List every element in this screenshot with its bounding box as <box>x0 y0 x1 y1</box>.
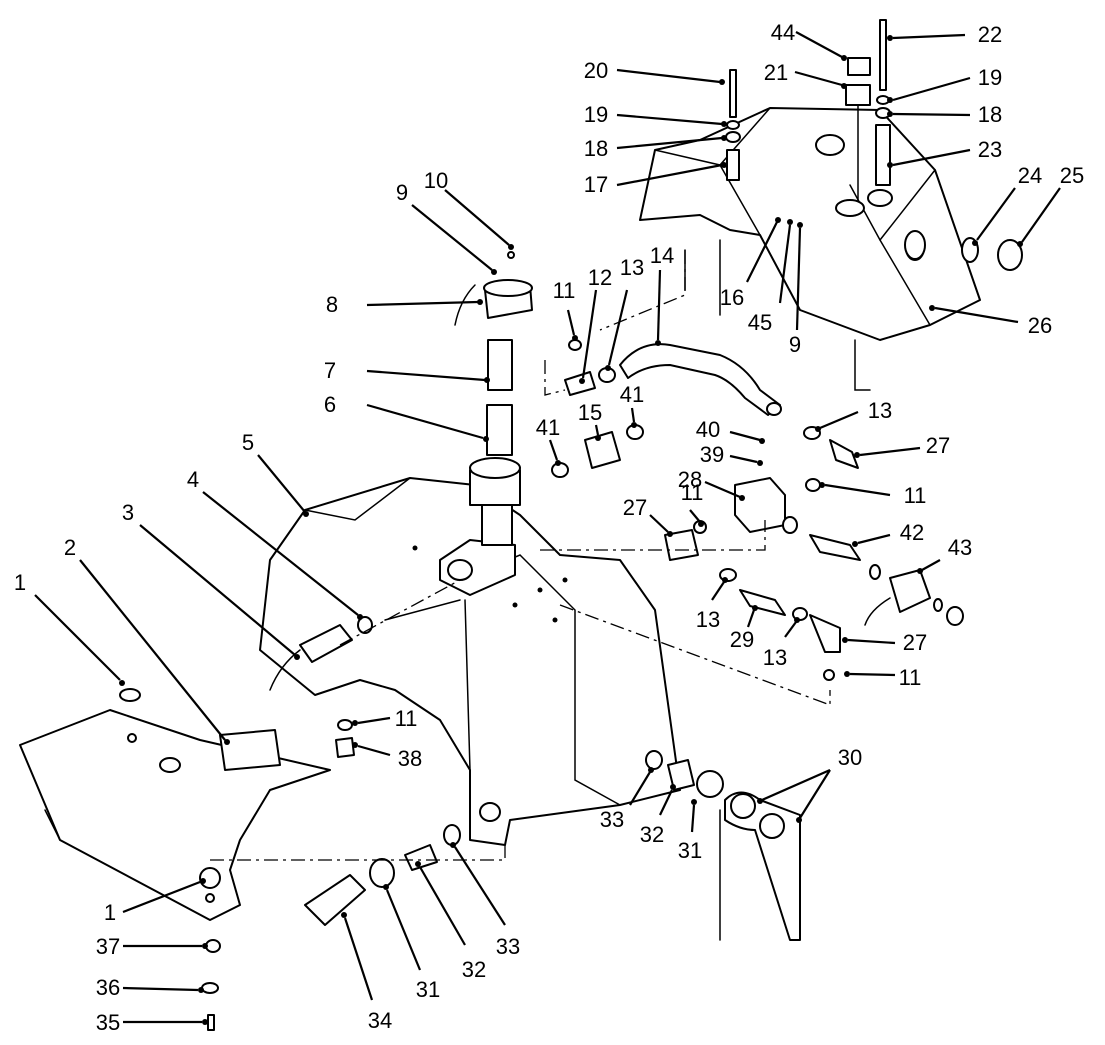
callout-label: 19 <box>978 65 1002 90</box>
callout-label: 13 <box>868 398 892 423</box>
callout-label: 39 <box>700 442 724 467</box>
callout-label: 12 <box>588 265 612 290</box>
callout-label: 41 <box>536 415 560 440</box>
callout-label: 7 <box>324 358 336 383</box>
reservoir-tank <box>639 107 981 391</box>
callout-label: 27 <box>926 433 950 458</box>
callout-label: 35 <box>96 1010 120 1035</box>
callout-label: 22 <box>978 22 1002 47</box>
callout-label: 11 <box>899 665 922 690</box>
callout-label: 41 <box>620 382 644 407</box>
callout-label: 31 <box>416 977 440 1002</box>
callout-label: 14 <box>650 243 674 268</box>
callout-label: 20 <box>584 58 608 83</box>
callout-label: 2 <box>64 535 76 560</box>
callout-label: 11 <box>904 483 927 508</box>
callout-label: 15 <box>578 400 602 425</box>
callout-label: 43 <box>948 535 972 560</box>
callout-label: 13 <box>763 645 787 670</box>
callout-label: 27 <box>903 630 927 655</box>
callout-label: 44 <box>771 20 795 45</box>
callout-label: 33 <box>600 807 624 832</box>
callout-label: 1 <box>14 570 26 595</box>
callout-label: 25 <box>1060 163 1084 188</box>
callout-label: 24 <box>1018 163 1042 188</box>
mounting-plate <box>19 688 331 1031</box>
callout-label: 19 <box>584 102 608 127</box>
callout-label: 23 <box>978 137 1002 162</box>
callout-label: 45 <box>748 310 772 335</box>
callout-label: 18 <box>978 102 1002 127</box>
callout-label: 8 <box>326 292 338 317</box>
callout-label: 26 <box>1028 313 1052 338</box>
callout-label: 17 <box>584 172 608 197</box>
filler-assembly <box>439 251 533 596</box>
callout-label: 1 <box>104 900 116 925</box>
callouts: 1 2 3 4 5 6 7 8 9 10 11 12 13 14 20 19 1 <box>14 20 1084 1035</box>
fuel-tank <box>259 477 681 846</box>
callout-label: 42 <box>900 520 924 545</box>
callout-label: 36 <box>96 975 120 1000</box>
callout-label: 29 <box>730 627 754 652</box>
callout-label: 10 <box>424 168 448 193</box>
callout-label: 27 <box>623 495 647 520</box>
callout-label: 11 <box>395 706 418 731</box>
callout-label: 5 <box>242 430 254 455</box>
callout-label: 31 <box>678 838 702 863</box>
callout-label: 40 <box>696 417 720 442</box>
fittings <box>269 339 964 758</box>
callout-label: 32 <box>462 957 486 982</box>
lower-hoses <box>304 750 801 941</box>
callout-label: 21 <box>764 60 788 85</box>
callout-label: 38 <box>398 746 422 771</box>
callout-label: 37 <box>96 934 120 959</box>
callout-label: 28 <box>678 467 702 492</box>
callout-label: 33 <box>496 934 520 959</box>
callout-label: 13 <box>696 607 720 632</box>
callout-label: 18 <box>584 136 608 161</box>
callout-label: 9 <box>396 180 408 205</box>
callout-label: 30 <box>838 745 862 770</box>
callout-label: 32 <box>640 822 664 847</box>
callout-label: 13 <box>620 255 644 280</box>
top-fasteners <box>725 19 1023 271</box>
callout-label: 16 <box>720 285 744 310</box>
callout-label: 34 <box>368 1008 392 1033</box>
callout-label: 9 <box>789 332 801 357</box>
alignment-lines <box>210 250 831 861</box>
callout-label: 11 <box>681 480 704 505</box>
callout-label: 6 <box>324 392 336 417</box>
callout-label: 4 <box>187 467 199 492</box>
callout-label: 3 <box>122 500 134 525</box>
callout-label: 11 <box>553 278 576 303</box>
